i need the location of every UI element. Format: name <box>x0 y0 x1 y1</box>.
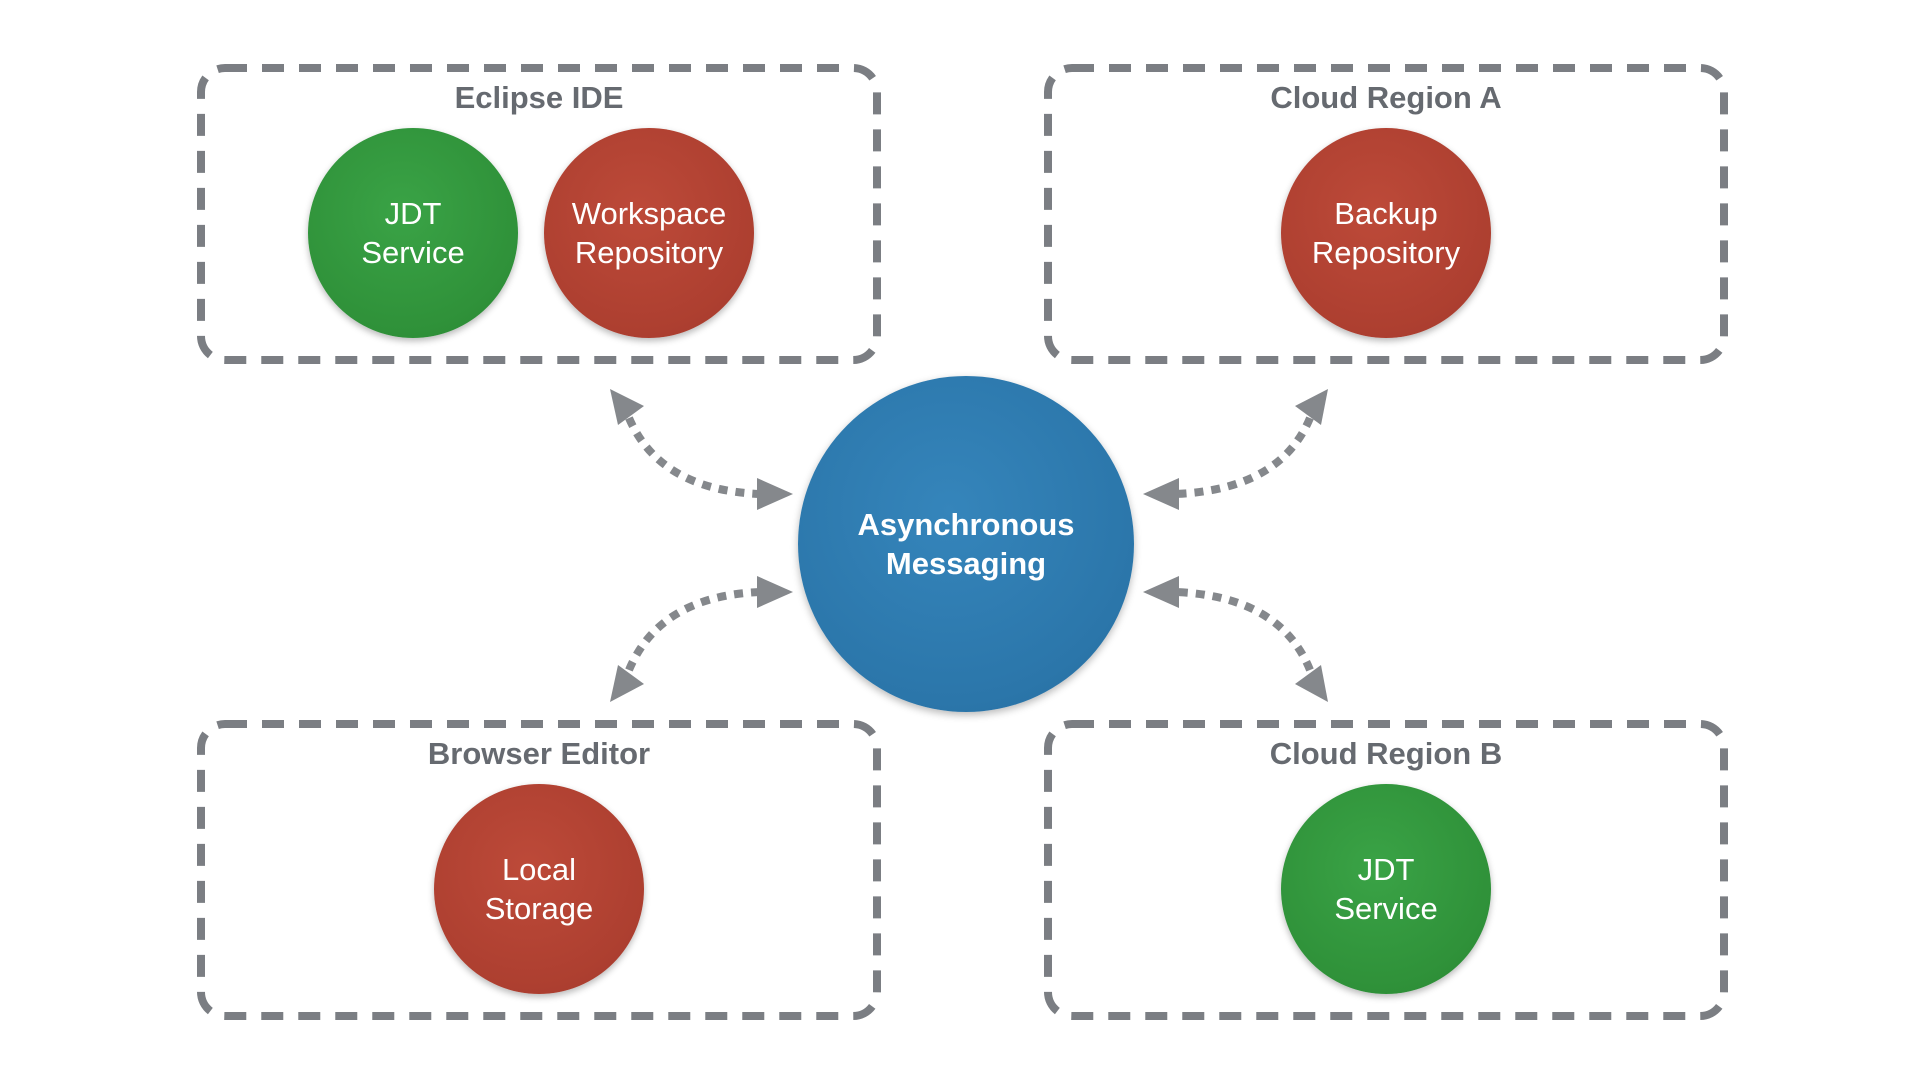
arrowhead-hub-upper-right <box>1143 478 1179 510</box>
group-title: Browser Editor <box>427 736 651 771</box>
group-title: Cloud Region A <box>1270 80 1502 115</box>
group-browser-editor: Browser Editor Local Storage <box>197 720 881 1020</box>
hub-label-line2: Messaging <box>885 546 1047 581</box>
arrowhead-browser-editor <box>610 665 644 702</box>
group-border <box>1044 64 1728 364</box>
local-storage-node[interactable]: Local Storage <box>434 784 644 994</box>
arrowhead-hub-lower-left <box>757 576 793 608</box>
node-label-line2: Repository <box>574 235 724 270</box>
arrowhead-cloud-region-b <box>1295 665 1328 702</box>
hub-label-line1: Asynchronous <box>857 507 1075 542</box>
group-eclipse-ide: Eclipse IDE JDT Service Workspace Reposi… <box>197 64 881 364</box>
connector-browser-editor <box>625 588 761 672</box>
arrowhead-eclipse-ide <box>610 389 644 425</box>
group-title: Eclipse IDE <box>454 80 624 115</box>
arrowhead-hub-upper-left <box>757 478 793 510</box>
jdt-service-node[interactable]: JDT Service <box>1281 784 1491 994</box>
jdt-service-node[interactable]: JDT Service <box>308 128 518 338</box>
node-label-line1: JDT <box>1357 852 1415 887</box>
node-label-line1: Backup <box>1334 196 1438 231</box>
arrowhead-cloud-region-a <box>1295 389 1328 425</box>
node-label-line1: JDT <box>384 196 442 231</box>
backup-repository-node[interactable]: Backup Repository <box>1281 128 1491 338</box>
connector-cloud-region-a <box>1174 416 1314 498</box>
arrowhead-hub-lower-right <box>1143 576 1179 608</box>
node-label-line2: Service <box>361 235 465 270</box>
group-cloud-region-a: Cloud Region A Backup Repository <box>1044 64 1728 364</box>
node-label-line1: Workspace <box>571 196 727 231</box>
node-label-line2: Service <box>1334 891 1438 926</box>
connector-cloud-region-b <box>1174 588 1314 672</box>
connector-eclipse-ide <box>625 416 761 498</box>
asynchronous-messaging-hub[interactable]: Asynchronous Messaging <box>798 376 1134 712</box>
group-border <box>197 720 881 1020</box>
group-title: Cloud Region B <box>1269 736 1503 771</box>
group-border <box>1044 720 1728 1020</box>
workspace-repository-node[interactable]: Workspace Repository <box>544 128 754 338</box>
group-cloud-region-b: Cloud Region B JDT Service <box>1044 720 1728 1020</box>
node-label-line2: Storage <box>484 891 594 926</box>
node-label-line1: Local <box>501 852 577 887</box>
group-border <box>197 64 881 364</box>
node-label-line2: Repository <box>1311 235 1461 270</box>
